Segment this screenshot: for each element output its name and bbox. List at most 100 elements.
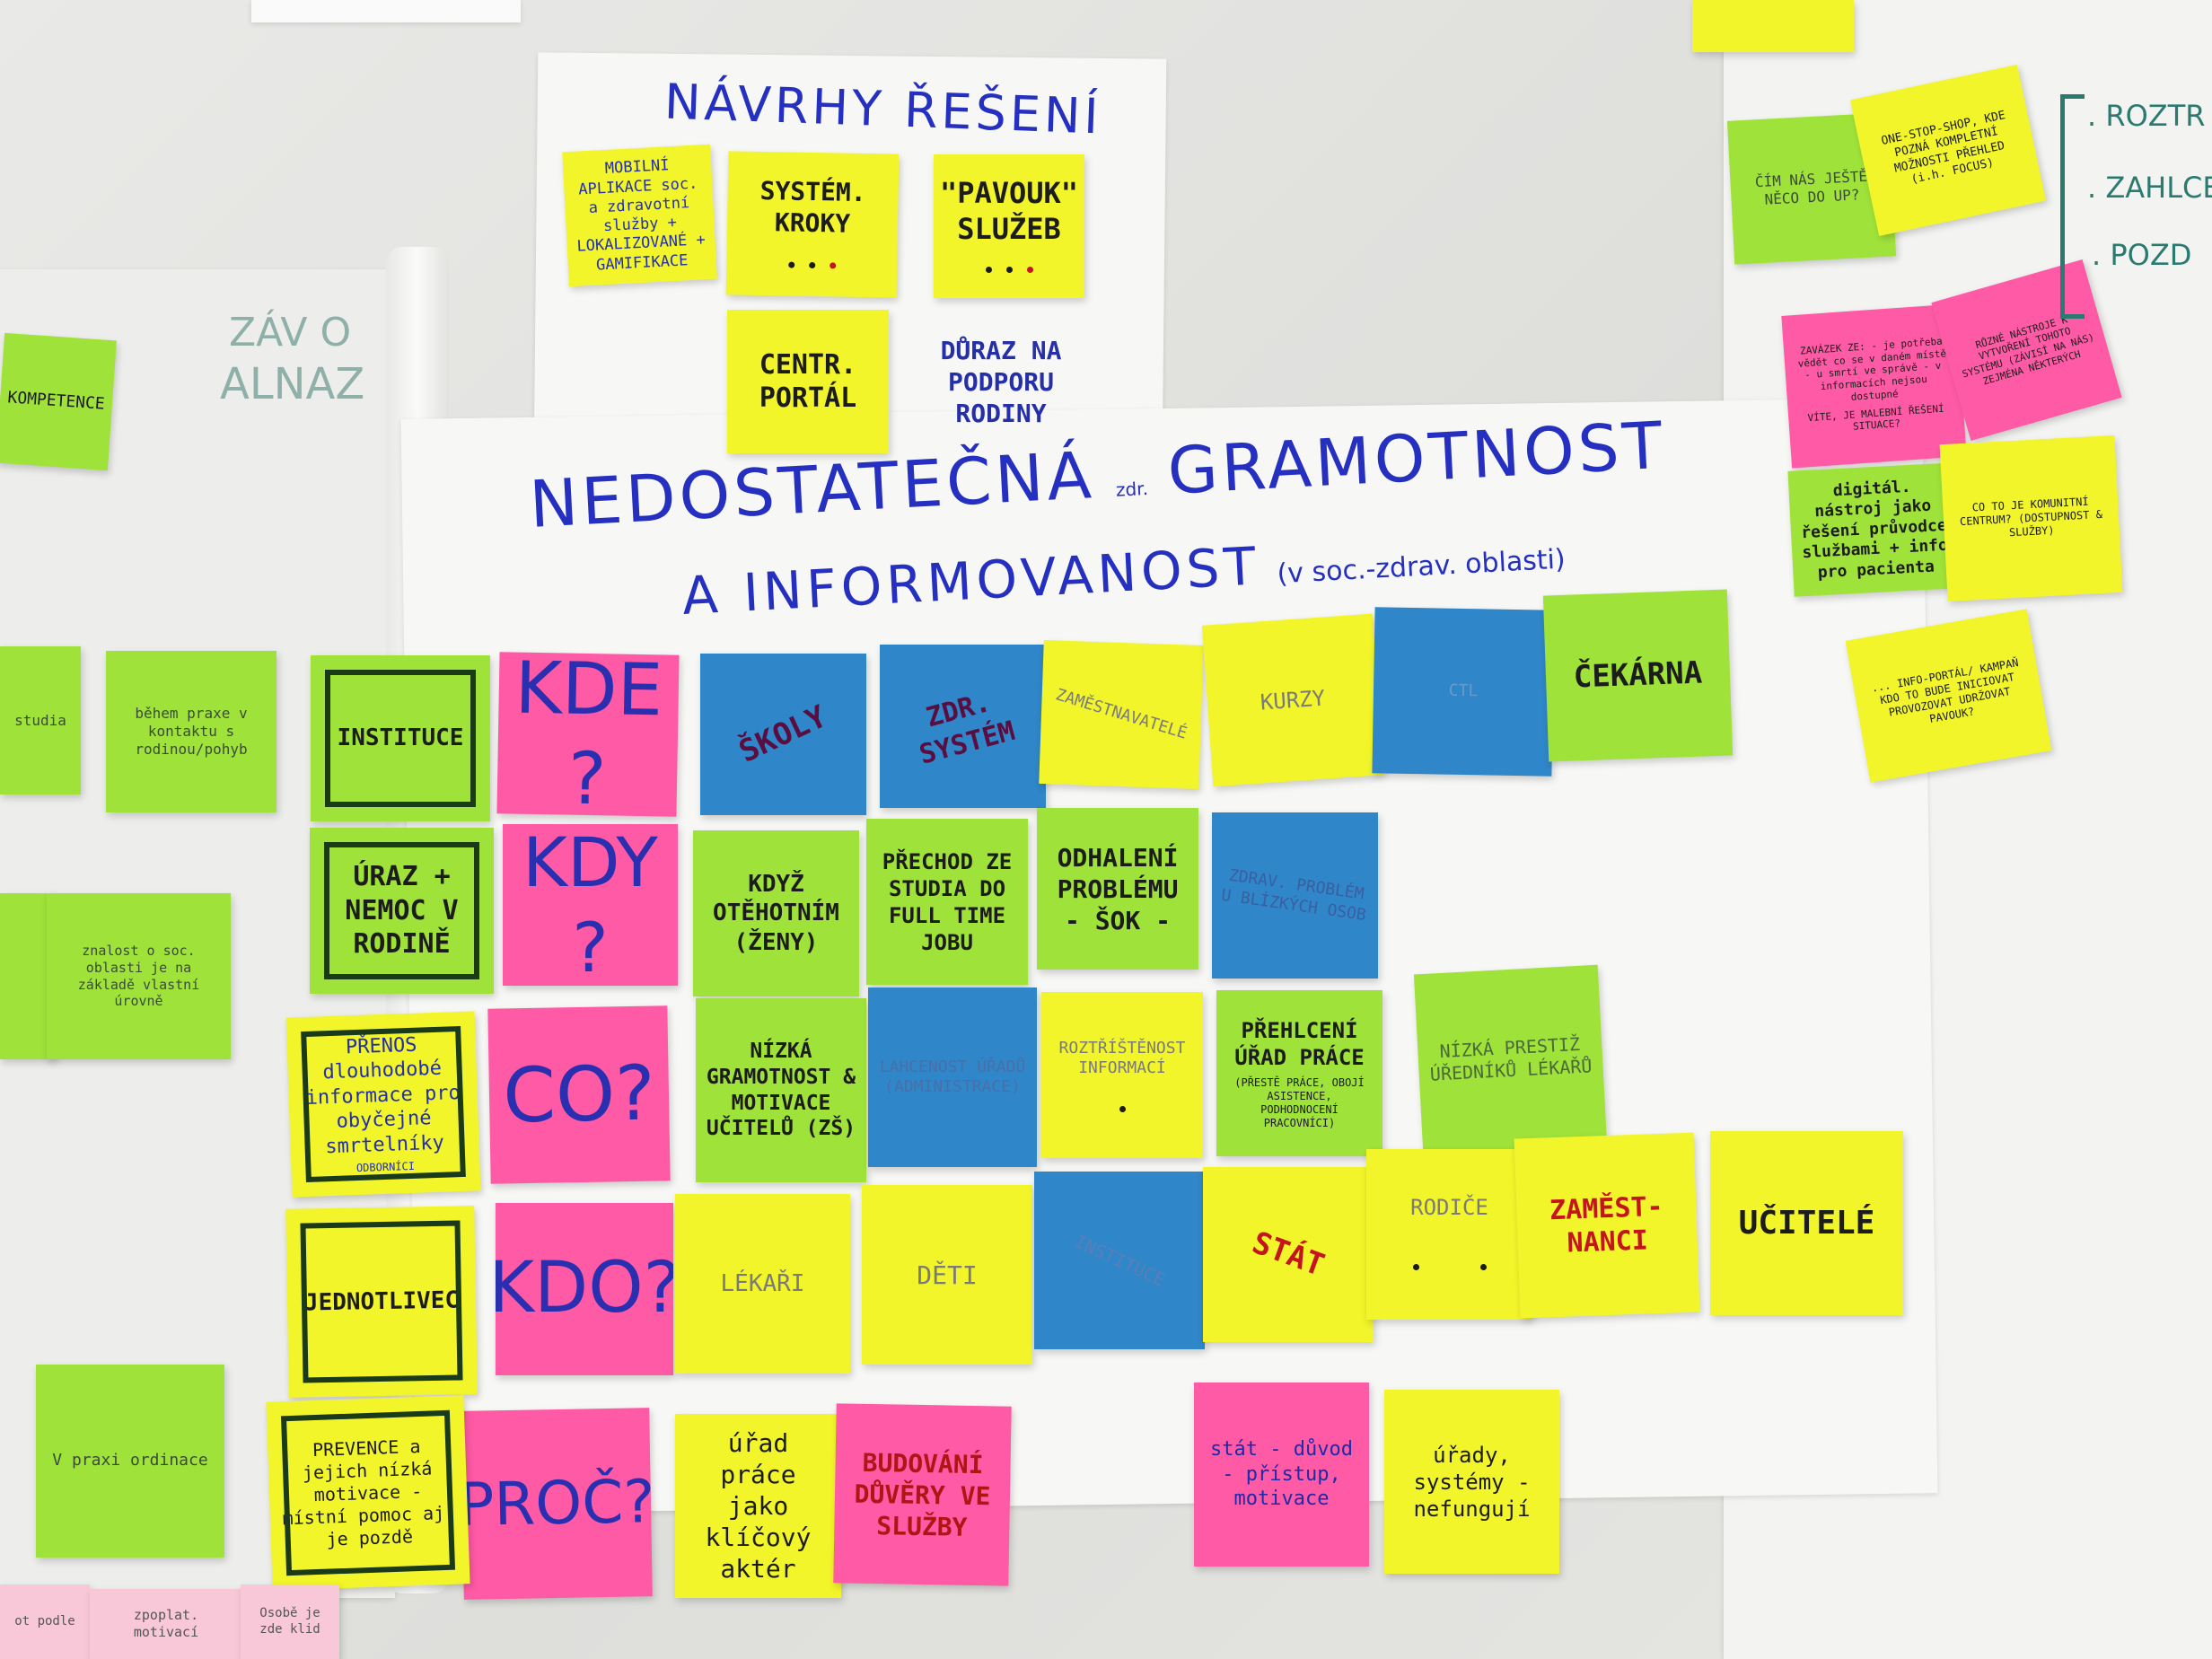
note-stat-duvod: stát - důvod - přístup, motivace bbox=[1194, 1382, 1369, 1567]
dots bbox=[781, 254, 843, 273]
note-ucitele: UČITELÉ bbox=[1710, 1131, 1903, 1315]
note-prehlceni: PŘEHLCENÍ ÚŘAD PRÁCE (PŘESTĚ PRÁCE, OBOJ… bbox=[1216, 990, 1382, 1156]
note-text: ZDRAV. PROBLÉM U BLÍZKÝCH OSOB bbox=[1220, 865, 1367, 925]
dots bbox=[979, 259, 1040, 277]
note-instituce: INSTITUCE bbox=[311, 655, 490, 821]
note-text: INSTITUCE bbox=[337, 724, 464, 752]
note-odhaleni: ODHALENÍ PROBLÉMU - ŠOK - bbox=[1037, 808, 1198, 970]
note-text: ZAMĚSTNAVATELÉ bbox=[1053, 685, 1189, 743]
note-text: NÍZKÁ GRAMOTNOST & MOTIVACE UČITELŮ (ZŠ) bbox=[706, 1040, 856, 1141]
note-left-studia: studia bbox=[0, 646, 81, 794]
note-stat: STÁT bbox=[1203, 1167, 1374, 1342]
dot-marker bbox=[1119, 1105, 1126, 1112]
note-left-bottom-pink-2: zpoplat. motivací bbox=[90, 1589, 242, 1659]
note-text: ZAMĚST- NANCI bbox=[1549, 1190, 1664, 1260]
note-text: PŘEHLCENÍ ÚŘAD PRÁCE bbox=[1234, 1017, 1365, 1070]
note-nizka-gramotnost: NÍZKÁ GRAMOTNOST & MOTIVACE UČITELŮ (ZŠ) bbox=[696, 998, 866, 1182]
note-urady-systemy: úřady, systémy - nefungují bbox=[1384, 1390, 1559, 1574]
note-budovani-duvery: BUDOVÁNÍ DŮVĚRY VE SLUŽBY bbox=[833, 1403, 1012, 1586]
row-header-kdy: KDY ? bbox=[503, 824, 678, 986]
note-text: RŮZNÉ NÁSTROJE K VYTVOŘENÍ TOHOTO SYSTÉM… bbox=[1961, 312, 2096, 388]
note-text: LAHCENOST ÚŘADŮ (ADMINISTRACE) bbox=[879, 1057, 1026, 1097]
note-prevence: PREVENCE a jejich nízká motivace - místn… bbox=[266, 1395, 470, 1591]
note-text: RODIČE bbox=[1410, 1195, 1488, 1220]
note-text: PREVENCE a jejich nízká motivace - místn… bbox=[282, 1435, 456, 1550]
note-roztristenost: ROZTŘÍŠTĚNOST INFORMACÍ bbox=[1041, 992, 1203, 1158]
note-left-bottom-pink-1: ot podle bbox=[0, 1584, 90, 1659]
main-title-small: zdr. bbox=[1115, 477, 1149, 501]
note-pavouk-sluzeb: "PAVOUK" SLUŽEB bbox=[934, 154, 1084, 298]
note-text: znalost o soc. oblasti je na základě vla… bbox=[77, 943, 200, 1010]
note-skoly: ŠKOLY bbox=[700, 654, 866, 815]
right-list-item-3: . POZD bbox=[2092, 238, 2192, 272]
note-left-vpraxi: V praxi ordinace bbox=[36, 1365, 224, 1558]
note-top-right-partial bbox=[1692, 0, 1854, 52]
note-subtext: (PŘESTĚ PRÁCE, OBOJÍ ASISTENCE, PODHODNO… bbox=[1234, 1075, 1365, 1129]
note-text: INSTITUCE bbox=[1071, 1229, 1169, 1291]
note-text: ČEKÁRNA bbox=[1573, 654, 1703, 696]
note-text: ... INFO-PORTÁL/ KAMPAŇ KDO TO BUDE INIC… bbox=[1870, 656, 2020, 725]
note-text: stát - důvod - přístup, motivace bbox=[1210, 1438, 1353, 1511]
note-prechod: PŘECHOD ZE STUDIA DO FULL TIME JOBU bbox=[866, 819, 1028, 985]
note-text: PŘECHOD ZE STUDIA DO FULL TIME JOBU bbox=[882, 848, 1013, 955]
note-instituce-blue: INSTITUCE bbox=[1034, 1172, 1205, 1349]
note-text: Osobě je zde klid bbox=[259, 1606, 320, 1637]
note-lekari: LÉKAŘI bbox=[675, 1194, 850, 1374]
note-text: DŮRAZ NA PODPORU RODINY bbox=[940, 335, 1062, 428]
note-text: MOBILNÍ APLIKACE soc. a zdravotní služby… bbox=[576, 156, 707, 275]
note-zdrav-problem: ZDRAV. PROBLÉM U BLÍZKÝCH OSOB bbox=[1212, 812, 1378, 979]
note-nizka-prestiz: NÍZKÁ PRESTIŽ ÚŘEDNÍKŮ LÉKAŘŮ bbox=[1413, 964, 1608, 1154]
note-zamestnavatele: ZAMĚSTNAVATELÉ bbox=[1039, 639, 1204, 790]
note-text: ot podle bbox=[14, 1613, 75, 1628]
faint-left-text-2: ALNAZ bbox=[220, 359, 365, 409]
right-list-item-2: . ZAHLCE bbox=[2087, 171, 2212, 205]
note-text: studia bbox=[14, 711, 66, 729]
note-duraz: DŮRAZ NA PODPORU RODINY bbox=[902, 314, 1100, 449]
note-text: CTL bbox=[1448, 680, 1479, 701]
note-text: STÁT bbox=[1247, 1224, 1330, 1285]
row-header-proc: PROČ? bbox=[461, 1408, 653, 1600]
row-header-text: KDE ? bbox=[514, 652, 663, 817]
note-deti: DĚTI bbox=[862, 1185, 1032, 1365]
row-header-kdo: KDO? bbox=[496, 1203, 673, 1375]
note-rodice: RODIČE bbox=[1366, 1149, 1532, 1320]
note-mobilni-aplikace: MOBILNÍ APLIKACE soc. a zdravotní služby… bbox=[562, 144, 717, 287]
note-text: BUDOVÁNÍ DŮVĚRY VE SLUŽBY bbox=[854, 1447, 991, 1542]
note-kdyz-otehotnim: KDYŽ OTĚHOTNÍM (ŽENY) bbox=[693, 830, 859, 996]
note-side-text: ODBORNÍCI bbox=[356, 1160, 416, 1175]
note-text: PŘENOS dlouhodobé informace pro obyčejné… bbox=[305, 1033, 461, 1159]
note-text: ODHALENÍ PROBLÉMU - ŠOK - bbox=[1057, 842, 1179, 935]
note-left-partial bbox=[0, 893, 56, 1059]
row-header-text: PROČ? bbox=[461, 1466, 653, 1540]
note-text: V praxi ordinace bbox=[52, 1451, 208, 1470]
note-centr-portal: CENTR. PORTÁL bbox=[727, 310, 889, 453]
note-kurzy: KURZY bbox=[1201, 613, 1384, 787]
note-komunitni-centrum: CO TO JE KOMUNITNÍ CENTRUM? (DOSTUPNOST … bbox=[1939, 435, 2123, 601]
note-text: ZAVÁZEK ZE: - je potřeba vědět co se v d… bbox=[1797, 335, 1947, 403]
note-urad-prace: úřad práce jako klíčový aktér bbox=[675, 1414, 841, 1598]
note-text: ČÍM NÁS JEŠTĚ NĚCO DO UP? bbox=[1754, 167, 1868, 208]
note-lahcenost: LAHCENOST ÚŘADŮ (ADMINISTRACE) bbox=[868, 988, 1037, 1167]
small-top-paper bbox=[251, 0, 521, 22]
note-text: SYSTÉM. KROKY bbox=[759, 175, 866, 239]
note-text: ÚRAZ + NEMOC V RODINĚ bbox=[345, 861, 459, 961]
note-system-kroky: SYSTÉM. KROKY bbox=[725, 151, 900, 298]
note-jednotlivec: JEDNOTLIVEC bbox=[285, 1206, 478, 1398]
row-header-text: KDO? bbox=[496, 1248, 673, 1330]
row-header-text: CO? bbox=[502, 1049, 656, 1140]
note-left-znalost: znalost o soc. oblasti je na základě vla… bbox=[47, 893, 231, 1059]
row-header-co: CO? bbox=[487, 1005, 671, 1184]
note-cekarna: ČEKÁRNA bbox=[1542, 589, 1734, 762]
note-kde-blue: CTL bbox=[1372, 607, 1555, 777]
note-zamestnanci: ZAMĚST- NANCI bbox=[1514, 1132, 1700, 1319]
note-text: ŠKOLY bbox=[733, 698, 833, 770]
dots bbox=[1406, 1257, 1494, 1275]
note-text: digitál. nástroj jako řešení průvodce sl… bbox=[1800, 477, 1949, 583]
row-header-text: KDY ? bbox=[522, 824, 658, 986]
note-text: JEDNOTLIVEC bbox=[303, 1286, 460, 1317]
note-text: během praxe v kontaktu s rodinou/pohyb bbox=[135, 705, 248, 758]
note-left-top-kompetence: KOMPETENCE bbox=[0, 332, 117, 471]
note-uraz-nemoc: ÚRAZ + NEMOC V RODINĚ bbox=[310, 828, 494, 994]
note-text: KURZY bbox=[1259, 685, 1327, 715]
note-text: KOMPETENCE bbox=[6, 388, 106, 415]
